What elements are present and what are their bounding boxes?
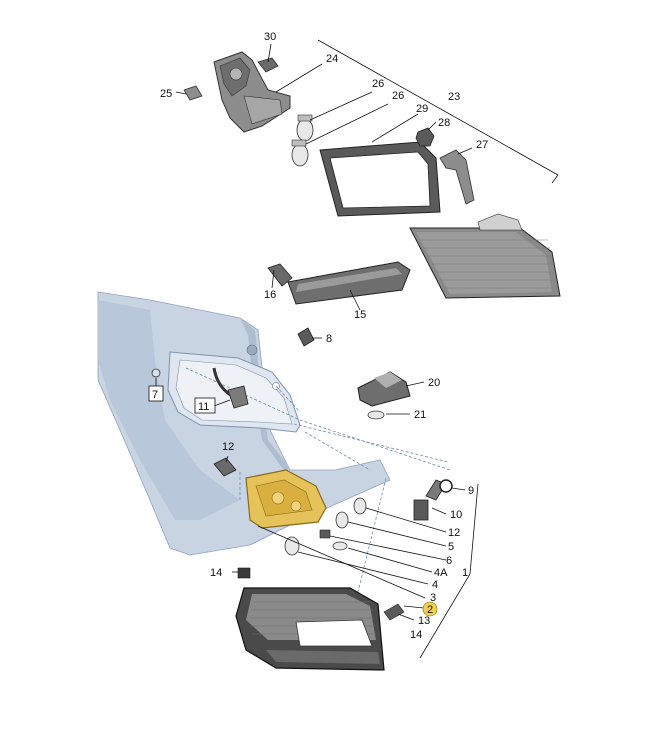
socket-part-6 bbox=[319, 529, 331, 539]
assembly-lines bbox=[185, 367, 451, 601]
leader-lines bbox=[155, 43, 473, 621]
callout-11: 11 bbox=[198, 401, 209, 413]
brake-light-part-15 bbox=[287, 261, 411, 305]
callout-1: 1 bbox=[462, 567, 468, 579]
callout-26-upper: 26 bbox=[372, 78, 384, 90]
washer-part-9 bbox=[439, 479, 453, 493]
callout-9: 9 bbox=[468, 485, 474, 497]
callout-badge-2 bbox=[422, 601, 438, 617]
callout-28: 28 bbox=[438, 117, 450, 129]
bulb-part-12-lower bbox=[353, 497, 367, 515]
callout-3: 3 bbox=[430, 592, 436, 604]
bulb-part-21 bbox=[367, 410, 385, 420]
bulb-part-5 bbox=[335, 511, 349, 529]
bulb-holder-part-24 bbox=[213, 51, 314, 167]
callout-27: 27 bbox=[476, 139, 488, 151]
callout-12-lower: 12 bbox=[448, 527, 460, 539]
callout-5: 5 bbox=[448, 541, 454, 553]
callout-labels: 30 24 25 26 26 29 23 28 27 16 15 8 7 11 … bbox=[148, 31, 488, 641]
connector-part-16 bbox=[267, 263, 293, 287]
callout-2: 2 bbox=[427, 604, 433, 616]
group-bracket-1 bbox=[419, 483, 479, 659]
callout-13: 13 bbox=[418, 615, 430, 627]
callout-16: 16 bbox=[264, 289, 276, 301]
callout-20: 20 bbox=[428, 377, 440, 389]
callout-14-upper: 14 bbox=[210, 567, 222, 579]
bulb-part-8 bbox=[297, 327, 315, 347]
callout-30: 30 bbox=[264, 31, 276, 43]
callout-6: 6 bbox=[446, 555, 452, 567]
callout-box-7 bbox=[148, 385, 164, 402]
callout-7: 7 bbox=[152, 389, 158, 401]
callout-29: 29 bbox=[416, 103, 428, 115]
outer-tail-lamp-part-1 bbox=[235, 587, 385, 671]
callout-8: 8 bbox=[326, 333, 332, 345]
callout-10: 10 bbox=[450, 509, 462, 521]
wiring-part-11 bbox=[212, 367, 249, 409]
callout-21: 21 bbox=[414, 409, 426, 421]
callout-24: 24 bbox=[326, 53, 338, 65]
bracket-part-27 bbox=[439, 149, 475, 205]
clip-part-30 bbox=[257, 57, 279, 73]
seal-part-13 bbox=[383, 603, 405, 621]
license-lamp-part-20 bbox=[357, 371, 411, 407]
nut-part-28 bbox=[415, 127, 435, 147]
connector-part-25 bbox=[183, 85, 203, 101]
callout-26-lower: 26 bbox=[392, 90, 404, 102]
inner-tail-lamp-part-23 bbox=[409, 213, 561, 299]
seal-part-14-small bbox=[237, 567, 251, 579]
gasket-part-29 bbox=[319, 141, 441, 217]
callout-4: 4 bbox=[432, 579, 438, 591]
bulb-part-3 bbox=[284, 536, 300, 556]
group-bracket-23 bbox=[317, 39, 559, 184]
callout-23: 23 bbox=[448, 91, 460, 103]
callout-4A: 4A bbox=[434, 567, 448, 579]
callout-box-11 bbox=[194, 397, 216, 414]
callout-14-lower: 14 bbox=[410, 629, 422, 641]
clip-part-7 bbox=[151, 368, 161, 378]
bulb-part-4A bbox=[332, 541, 348, 551]
callout-25: 25 bbox=[160, 88, 172, 100]
callout-12-upper: 12 bbox=[222, 441, 234, 453]
bulb-carrier-part-2-highlighted bbox=[245, 469, 327, 529]
callout-15: 15 bbox=[354, 309, 366, 321]
screw-part-12 bbox=[213, 457, 237, 477]
